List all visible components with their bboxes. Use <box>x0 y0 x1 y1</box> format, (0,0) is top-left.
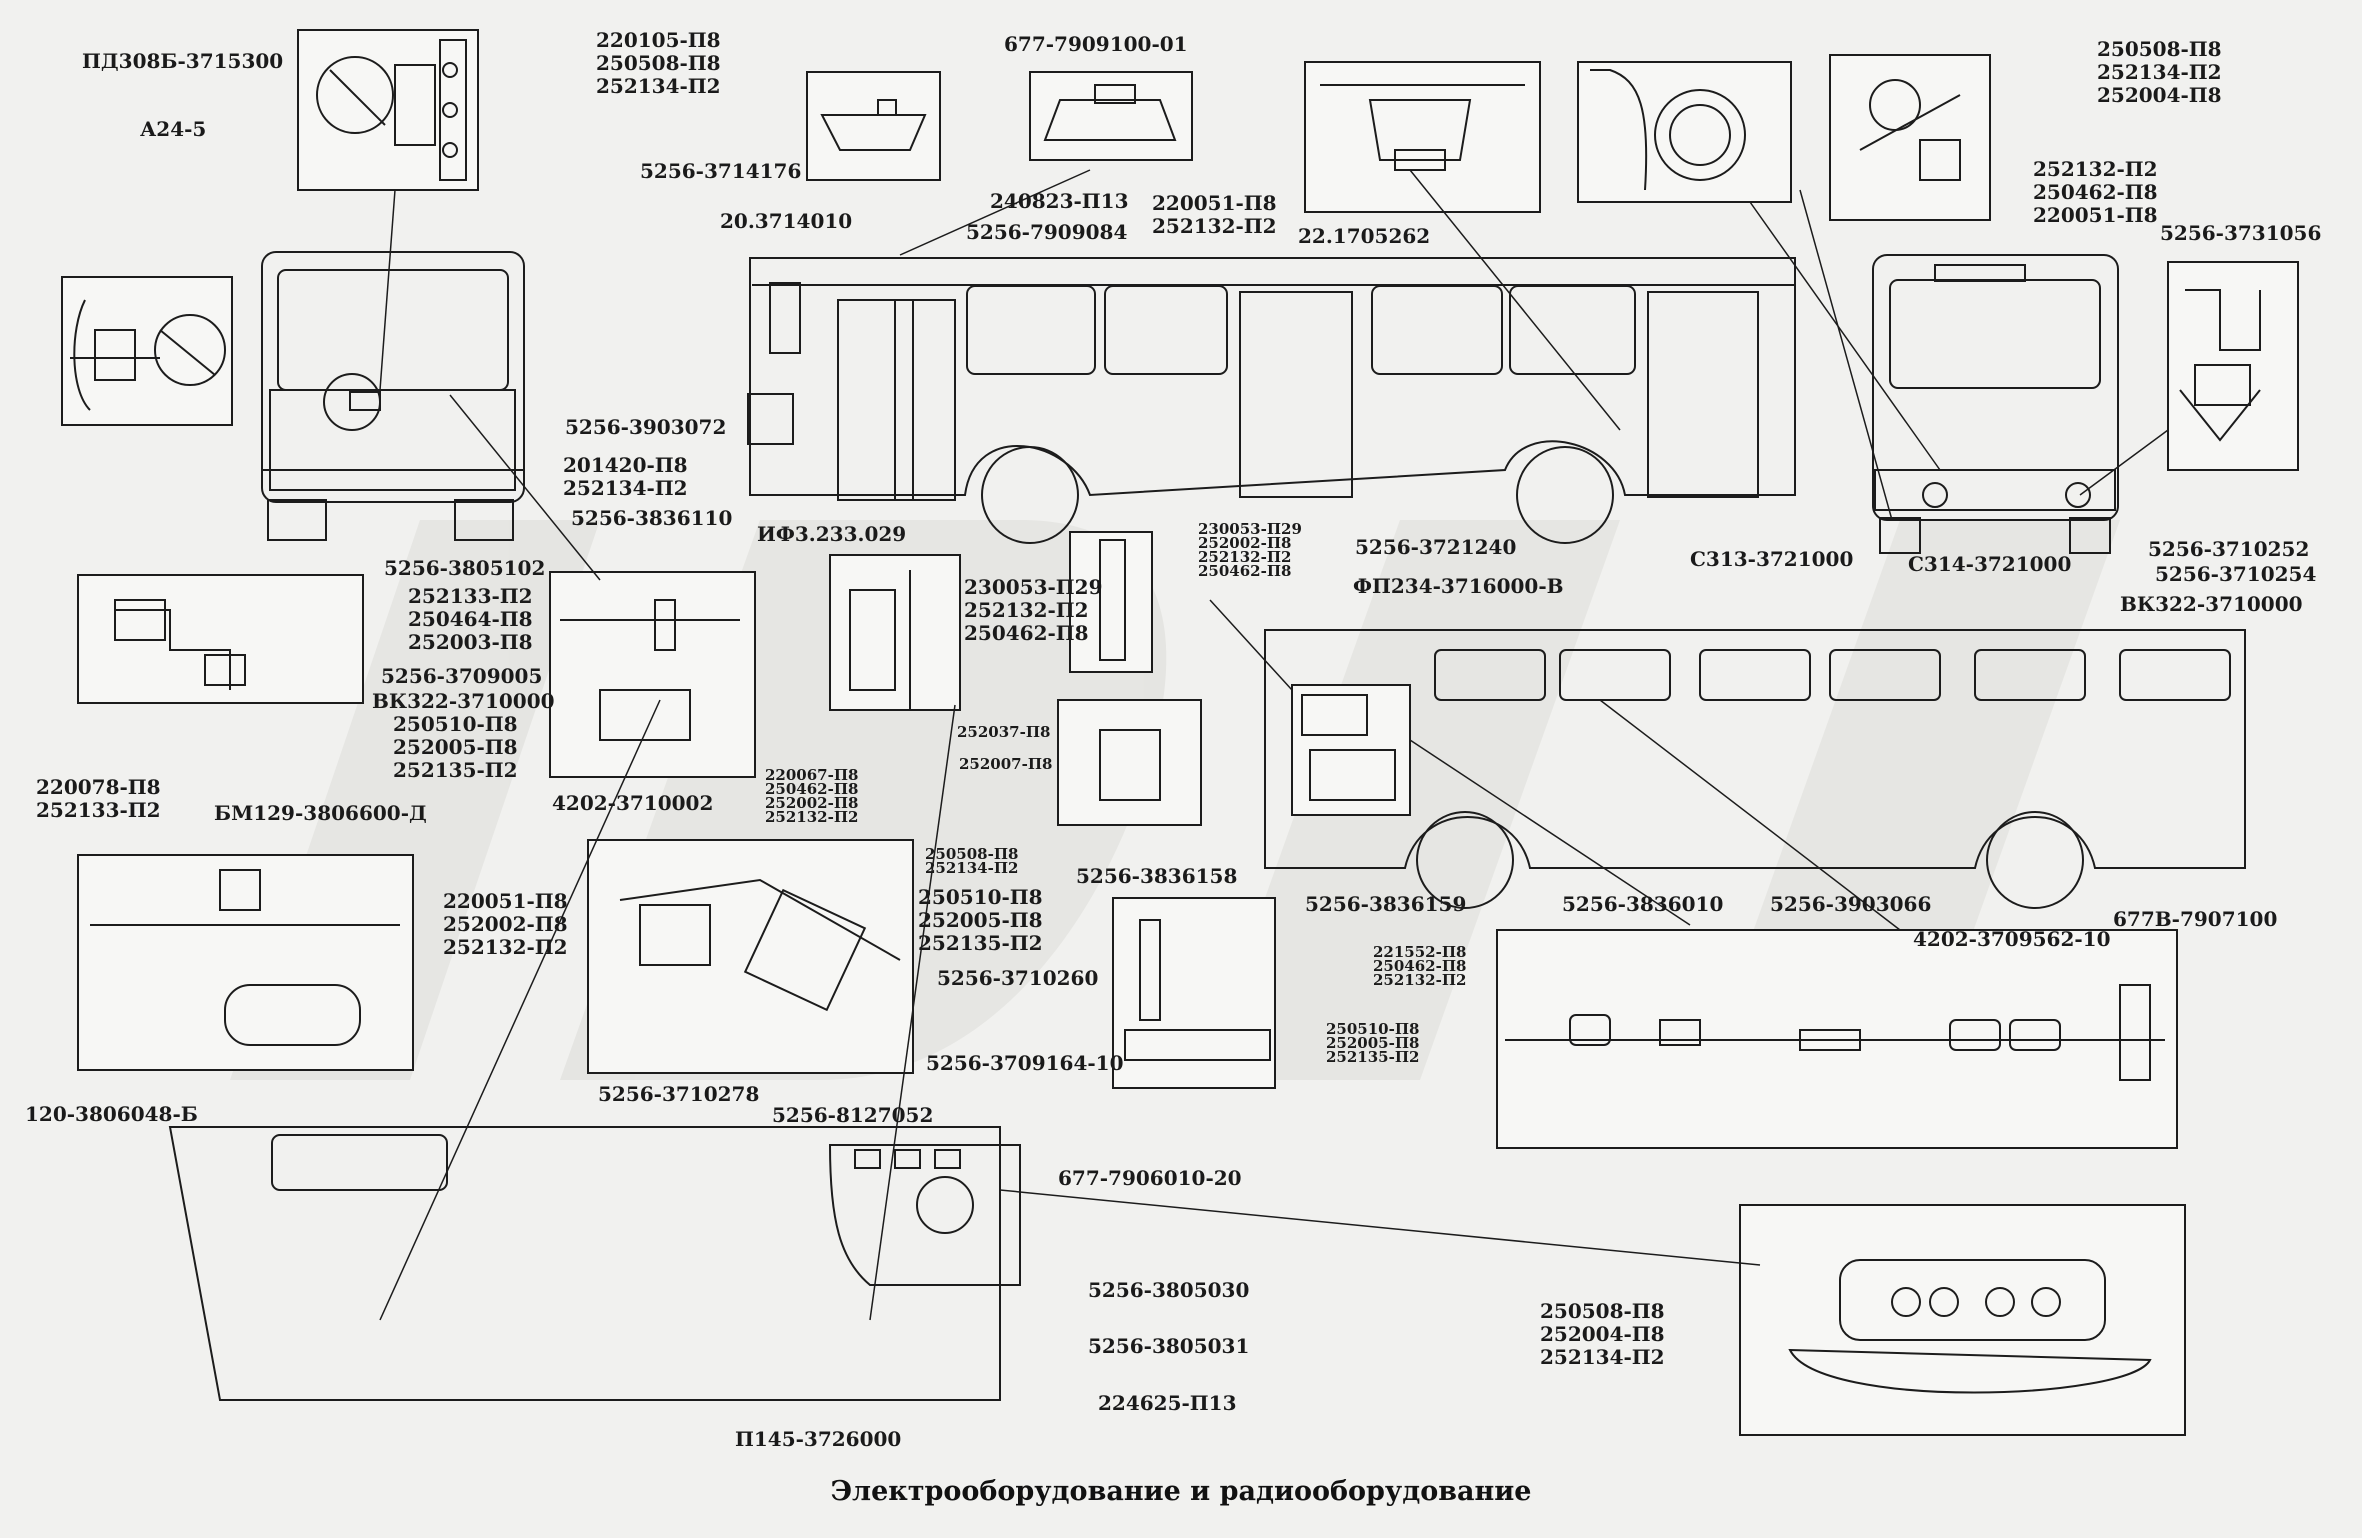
label-bolts-250510b: 250510-П8 252005-П8 252135-П2 <box>918 885 1043 955</box>
label-20-3714010: 20.3714010 <box>720 209 853 233</box>
leader-lines <box>379 169 2169 1321</box>
label-bolts-250510a: 250510-П8 252005-П8 252135-П2 <box>393 712 518 782</box>
detail-fog-lamp <box>297 29 479 191</box>
label-bolts-252133: 252133-П2 250464-П8 252003-П8 <box>408 584 533 654</box>
label-252037: 252037-П8 <box>957 723 1051 741</box>
label-bolts-tr: 250508-П8 252134-П2 252004-П8 <box>2097 37 2222 107</box>
label-5256-3805102: 5256-3805102 <box>384 556 546 580</box>
diagram-title: Электрооборудование и радиооборудование <box>830 1476 1532 1507</box>
label-240823: 240823-П13 <box>990 189 1129 213</box>
label-5256-8127052: 5256-8127052 <box>772 1103 934 1127</box>
detail-ceiling-lamp <box>806 71 941 181</box>
label-bolts-221552: 221552-П8 250462-П8 252132-П2 <box>1373 943 1467 989</box>
label-5256-3836110: 5256-3836110 <box>571 506 733 530</box>
label-if3: ИФ3.233.029 <box>757 522 907 546</box>
detail-switch-mount <box>549 571 756 778</box>
label-5256-3731056: 5256-3731056 <box>2160 221 2322 245</box>
label-5256-3710254: 5256-3710254 <box>2155 562 2317 586</box>
label-bolts-250510c: 250510-П8 252005-П8 252135-П2 <box>1326 1020 1420 1066</box>
label-bolts-tr2: 252132-П2 250462-П8 220051-П8 <box>2033 157 2158 227</box>
label-252007: 252007-П8 <box>959 755 1053 773</box>
label-c313: С313-3721000 <box>1690 547 1854 571</box>
label-5256-3709005: 5256-3709005 <box>381 664 543 688</box>
detail-mass-switch <box>587 839 914 1074</box>
label-5256-3805030: 5256-3805030 <box>1088 1278 1250 1302</box>
label-bolts-tl: 220105-П8 250508-П8 252134-П2 <box>596 28 721 98</box>
label-677-7909100: 677-7909100-01 <box>1004 32 1188 56</box>
bus-side-view-lower <box>1264 629 2246 909</box>
detail-headlamp-side <box>61 276 233 426</box>
label-bolts-230053a: 230053-П29 252002-П8 252132-П2 250462-П8 <box>1198 520 1302 580</box>
label-bolts-201420: 201420-П8 252134-П2 <box>563 453 688 500</box>
label-bolts-220078: 220078-П8 252133-П2 <box>36 775 161 822</box>
label-677v: 677В-7907100 <box>2113 907 2278 931</box>
label-bolts-br: 250508-П8 252004-П8 252134-П2 <box>1540 1299 1665 1369</box>
label-bm129: БМ129-3806600-Д <box>214 801 427 825</box>
detail-control-console <box>168 1126 1001 1401</box>
label-5256-3805031: 5256-3805031 <box>1088 1334 1250 1358</box>
label-5256-3836010: 5256-3836010 <box>1562 892 1724 916</box>
bus-front-view <box>261 251 525 541</box>
label-5256-3710252: 5256-3710252 <box>2148 537 2310 561</box>
detail-fuse-block <box>1057 699 1202 826</box>
detail-horn <box>1577 61 1792 203</box>
label-5256-3714176: 5256-3714176 <box>640 159 802 183</box>
label-5256-3836159: 5256-3836159 <box>1305 892 1467 916</box>
label-5256-3710260: 5256-3710260 <box>937 966 1099 990</box>
label-pd308b: ПД308Б-3715300 <box>82 49 284 73</box>
label-a24-5: А24-5 <box>140 117 207 141</box>
detail-terminal-strip <box>1069 531 1153 673</box>
label-677-7906010: 677-7906010-20 <box>1058 1166 1242 1190</box>
detail-vent-fan <box>1304 61 1541 213</box>
label-vk322-r: ВК322-3710000 <box>2120 592 2303 616</box>
label-bolts-220051: 220051-П8 252002-П8 252132-П2 <box>443 889 568 959</box>
label-c314: С314-3721000 <box>1908 552 2072 576</box>
label-5256-3709164: 5256-3709164-10 <box>926 1051 1124 1075</box>
detail-radio-panel <box>1739 1204 2186 1436</box>
label-5256-3903072: 5256-3903072 <box>565 415 727 439</box>
label-vk322-l: ВК322-3710000 <box>372 689 555 713</box>
detail-lamp-bracket <box>1829 54 1991 221</box>
label-224625: 224625-П13 <box>1098 1391 1237 1415</box>
label-5256-3710278: 5256-3710278 <box>598 1082 760 1106</box>
label-5256-3903066: 5256-3903066 <box>1770 892 1932 916</box>
bus-side-view <box>747 257 1796 544</box>
label-5256-3721240: 5256-3721240 <box>1355 535 1517 559</box>
label-p145: П145-3726000 <box>735 1427 902 1451</box>
label-5256-3836158: 5256-3836158 <box>1076 864 1238 888</box>
label-bolts-220067: 220067-П8 250462-П8 252002-П8 252132-П2 <box>765 766 859 826</box>
label-120-3806048: 120-3806048-Б <box>25 1102 198 1126</box>
label-22-1705262: 22.1705262 <box>1298 224 1431 248</box>
label-fp234: ФП234-3716000-В <box>1353 574 1564 598</box>
label-bolts-230053b: 230053-П29 252132-П2 250462-П8 <box>964 575 1103 645</box>
label-bolts-vent: 220051-П8 252132-П2 <box>1152 191 1277 238</box>
detail-battery-switch <box>77 854 414 1071</box>
bus-rear-view <box>1872 254 2119 554</box>
label-4202-3709562: 4202-3709562-10 <box>1913 927 2111 951</box>
label-4202-3710002: 4202-3710002 <box>552 791 714 815</box>
label-5256-7909084: 5256-7909084 <box>966 220 1128 244</box>
label-bolts-250508b: 250508-П8 252134-П2 <box>925 845 1019 877</box>
